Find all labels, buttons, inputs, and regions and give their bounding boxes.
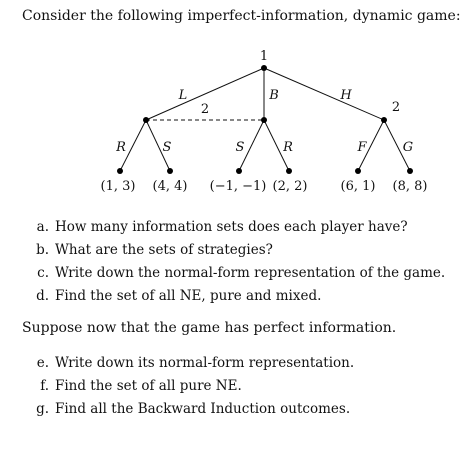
edge-left-s [145,119,171,172]
problem-intro: Consider the following imperfect-informa… [22,8,461,24]
question-text: Find the set of all NE, pure and mixed. [55,288,322,304]
action-label-h: H [339,88,352,103]
edge-right-g [383,119,411,172]
action-label-right-g: G [403,140,413,155]
terminal-node-1 [117,168,123,174]
node-right [381,117,387,123]
question-text: Find all the Backward Induction outcomes… [55,401,351,417]
root-node [261,65,267,71]
payoff-6: (8, 8) [393,179,428,194]
edge-middle-r [263,119,290,172]
terminal-node-4 [286,168,292,174]
terminal-node-5 [355,168,361,174]
action-label-left-s: S [163,140,172,155]
edge-h [263,67,385,121]
question-text: Write down its normal-form representatio… [55,355,355,371]
edge-middle-s [238,119,265,172]
payoff-5: (6, 1) [341,179,376,194]
terminal-node-2 [167,168,173,174]
question-text: Write down the normal-form representatio… [55,265,446,281]
payoff-2: (4, 4) [153,179,188,194]
question-letter: d. [36,288,49,304]
payoff-1: (1, 3) [101,179,136,194]
action-label-l: L [178,88,188,103]
question-letter: c. [37,265,49,281]
question-letter: b. [36,242,49,258]
node-middle [261,117,267,123]
node-left [143,117,149,123]
question-letter: f. [40,378,49,394]
info-set-player-label: 2 [201,102,209,117]
action-label-left-r: R [115,140,126,155]
edge-left-r [119,119,147,172]
root-player-label: 1 [260,49,268,64]
payoff-3: (−1, −1) [210,179,267,194]
terminal-node-3 [236,168,242,174]
action-label-b: B [268,88,279,103]
action-label-middle-s: S [236,140,245,155]
game-tree: 1 2 2 L B H R S S R F G (1, 3) (4, 4) (−… [101,49,428,194]
action-label-middle-r: R [282,140,293,155]
question-letter: g. [36,401,49,417]
question-text: Find the set of all pure NE. [55,378,242,394]
question-letter: e. [36,355,49,371]
question-text: How many information sets does each play… [55,219,408,235]
edge-right-f [357,119,385,172]
edge-l [145,67,265,121]
payoff-4: (2, 2) [273,179,308,194]
terminal-node-6 [407,168,413,174]
perfect-information-note: Suppose now that the game has perfect in… [22,320,397,336]
right-node-player-label: 2 [392,100,400,115]
question-text: What are the sets of strategies? [55,242,273,258]
question-letter: a. [36,219,49,235]
action-label-right-f: F [356,140,367,155]
